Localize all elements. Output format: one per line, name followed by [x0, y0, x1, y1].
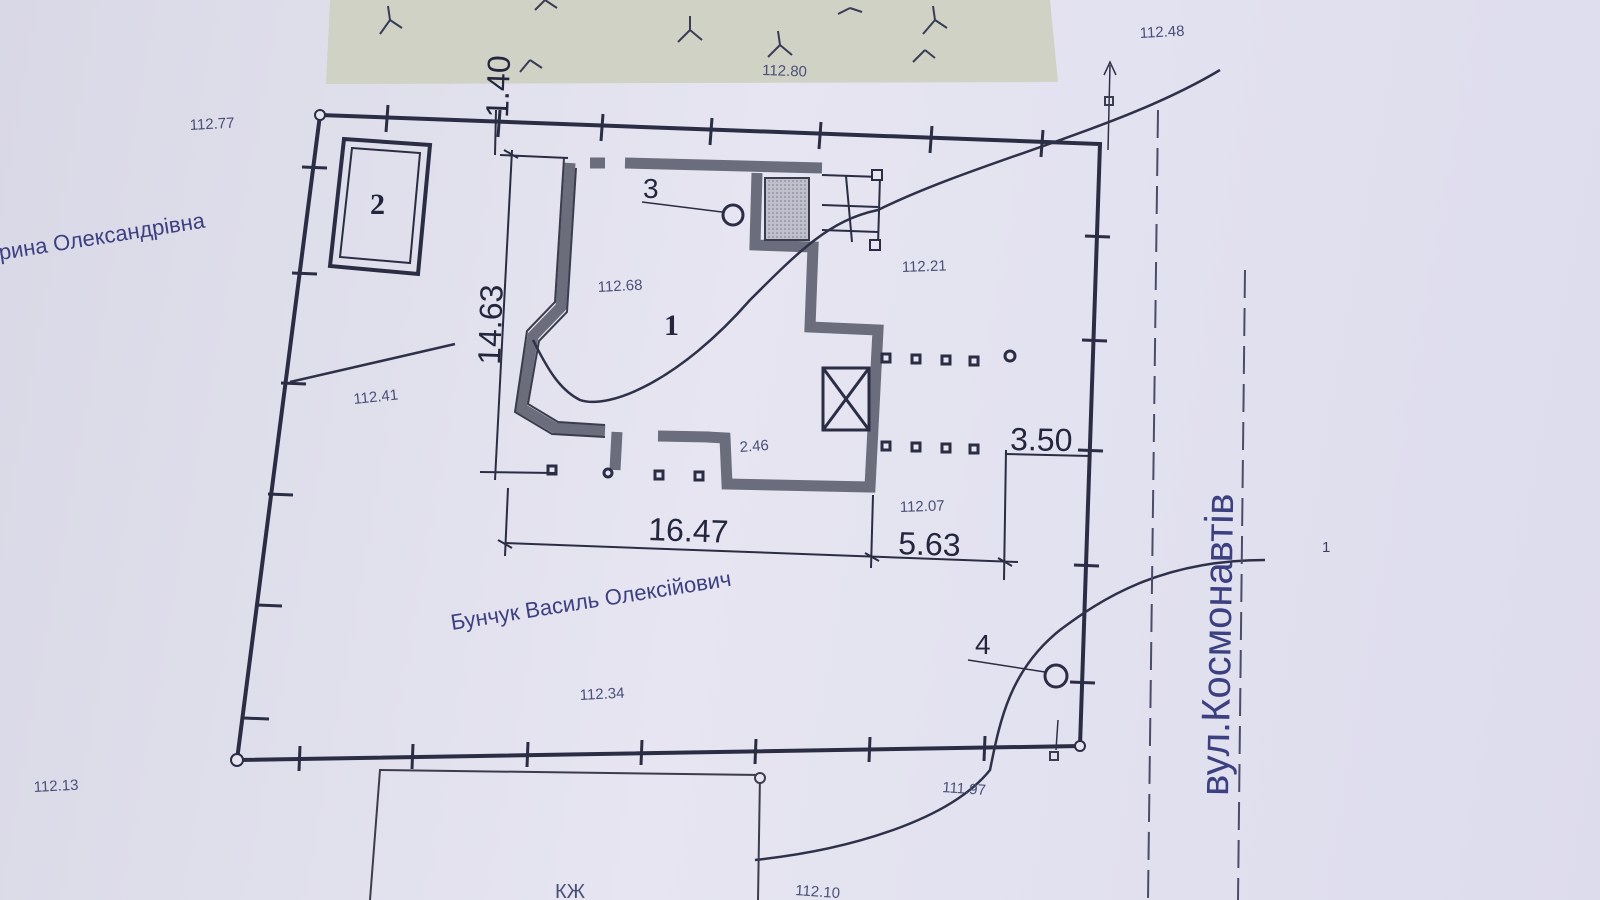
elev-111-97: 111.97	[942, 779, 987, 799]
cross-box	[821, 366, 871, 432]
building-1-label: 1	[664, 309, 679, 342]
building-2-label: 2	[370, 188, 385, 221]
hatched-shaft	[764, 177, 810, 241]
dimension-lines	[479, 109, 1091, 581]
neighbor-owner-name: рина Олександрівна	[0, 208, 207, 265]
building-1-wall-outline	[513, 157, 606, 438]
dim-5-63: 5.63	[898, 525, 961, 563]
dim-3-50: 3.50	[1010, 421, 1073, 458]
elev-112-07: 112.07	[900, 497, 945, 516]
boundary-ticks	[243, 104, 1111, 772]
elev-112-48: 112.48	[1139, 23, 1185, 42]
street-lines	[1147, 109, 1246, 900]
elev-112-13: 112.13	[33, 777, 79, 796]
point-3-marker	[641, 201, 745, 227]
elev-112-77: 112.77	[189, 115, 235, 134]
dim-1-40: 1.40	[479, 55, 517, 118]
elev-112-10: 112.10	[795, 882, 841, 900]
porch-top	[821, 169, 883, 251]
margin-mark-1: 1	[1322, 539, 1330, 556]
elev-112-34: 112.34	[579, 685, 625, 704]
building-1-walls	[514, 157, 884, 493]
boundary-corner-markers	[230, 109, 1086, 767]
dim-14-63: 14.63	[471, 284, 510, 365]
vegetation-area	[326, 0, 1058, 84]
elev-112-68: 112.68	[597, 277, 643, 296]
kzh-label: КЖ	[555, 881, 586, 900]
point-3-label: 3	[643, 173, 659, 204]
street-name: вул.Космонавтів	[1193, 493, 1242, 796]
utility-lines	[289, 60, 1266, 862]
point-4-label: 4	[975, 629, 991, 660]
main-owner-name: Бунчук Василь Олексійович	[449, 566, 733, 635]
elev-112-21: 112.21	[902, 257, 947, 276]
terrace-posts	[546, 349, 1017, 482]
elev-112-41: 112.41	[353, 386, 399, 408]
building-2	[327, 136, 433, 277]
neighbor-building	[369, 96, 1114, 900]
point-4-marker	[967, 659, 1069, 689]
dim-16-47: 16.47	[648, 511, 729, 550]
elev-112-80: 112.80	[762, 62, 807, 81]
elev-2-46: 2.46	[739, 437, 769, 456]
